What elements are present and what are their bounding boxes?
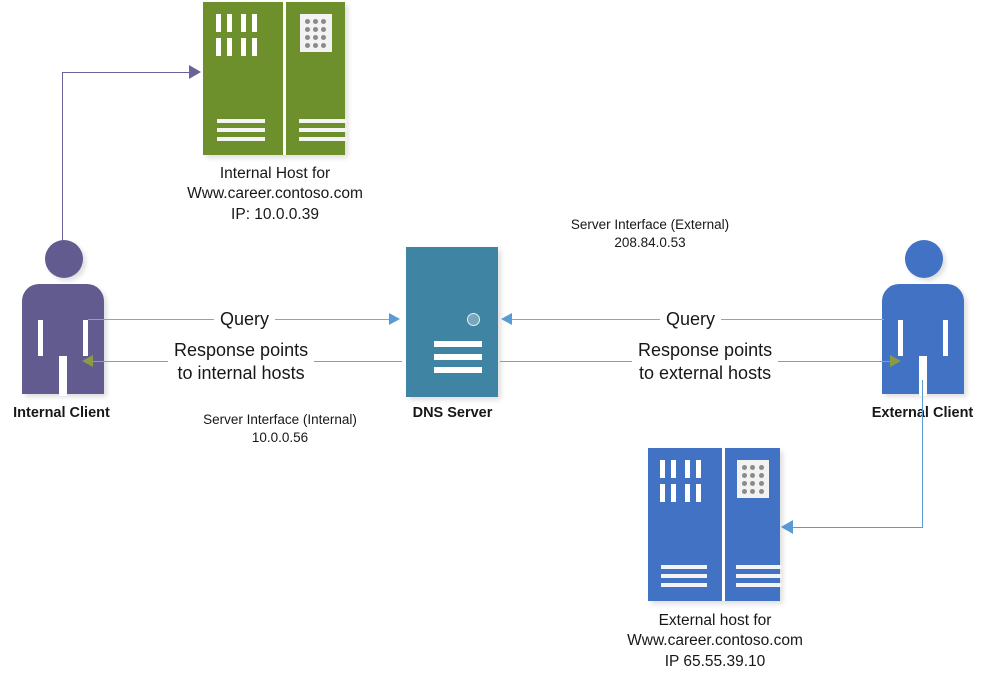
server-interface-internal-line2: 10.0.0.56	[251, 429, 309, 445]
server-interface-internal-annotation: Server Interface (Internal) 10.0.0.56	[170, 411, 390, 447]
external-query-label: Query	[660, 308, 722, 332]
internal-host-icon	[203, 2, 347, 155]
external-client-to-host-vertical-connector	[922, 380, 923, 527]
dns-server-bars	[434, 341, 482, 373]
dns-server-icon	[406, 247, 498, 397]
internal-host-caption-line3: IP: 10.0.0.39	[231, 205, 319, 223]
internal-query-arrowhead	[389, 313, 400, 325]
internal-host-caption-line2: Www.career.contoso.com	[187, 185, 363, 203]
external-host-right-bars	[735, 565, 782, 587]
internal-client-to-host-horizontal-connector	[62, 72, 191, 73]
external-host-caption-line1: External host for	[658, 612, 772, 629]
server-interface-external-line1: Server Interface (External)	[570, 217, 730, 232]
server-interface-external-line2: 208.84.0.53	[614, 234, 686, 250]
external-client-left-arm-gap	[898, 320, 903, 356]
internal-client-right-arm-gap	[83, 320, 88, 356]
internal-response-label-line1: Response points	[174, 340, 309, 360]
internal-host-left-panel	[203, 2, 283, 155]
internal-host-caption: Internal Host for Www.career.contoso.com…	[150, 164, 400, 225]
internal-host-right-bars	[298, 119, 347, 141]
internal-host-left-bars	[217, 119, 265, 141]
external-host-icon	[648, 448, 782, 601]
internal-host-caption-line1: Internal Host for	[219, 165, 331, 182]
external-host-vent-slots	[660, 460, 701, 502]
internal-client-to-host-vertical-connector	[62, 72, 63, 272]
dns-server-label: DNS Server	[412, 405, 493, 421]
external-client-figure	[878, 240, 968, 396]
internal-response-label-line2: to internal hosts	[177, 363, 305, 384]
external-query-arrowhead	[501, 313, 512, 325]
dns-server-status-led	[467, 313, 480, 326]
server-interface-internal-line1: Server Interface (Internal)	[203, 412, 357, 427]
external-host-caption: External host for Www.career.contoso.com…	[590, 611, 840, 672]
internal-host-dot-grid	[299, 14, 332, 52]
external-host-left-bars	[661, 565, 707, 587]
internal-client-head	[45, 240, 83, 278]
internal-client-label: Internal Client	[13, 405, 110, 421]
external-host-caption-line3: IP 65.55.39.10	[664, 652, 766, 670]
internal-client-to-host-arrowhead	[189, 65, 201, 79]
external-host-dot-grid	[736, 460, 769, 498]
external-response-label-line1: Response points	[638, 340, 773, 360]
external-host-left-panel	[648, 448, 722, 601]
external-response-label-line2: to external hosts	[639, 363, 772, 384]
internal-client-figure	[18, 240, 108, 396]
internal-query-label: Query	[214, 308, 276, 332]
external-client-to-host-horizontal-connector	[793, 527, 923, 528]
internal-response-arrowhead	[82, 355, 93, 367]
external-client-right-arm-gap	[943, 320, 948, 356]
external-client-leg-gap	[919, 356, 927, 396]
internal-response-label: Response points to internal hosts	[168, 339, 315, 386]
external-host-caption-line2: Www.career.contoso.com	[627, 632, 803, 650]
external-client-head	[905, 240, 943, 278]
external-response-arrowhead	[890, 355, 901, 367]
internal-client-leg-gap	[59, 356, 67, 396]
internal-host-vent-slots	[216, 14, 257, 56]
external-response-label: Response points to external hosts	[632, 339, 779, 386]
server-interface-external-annotation: Server Interface (External) 208.84.0.53	[540, 216, 760, 252]
external-client-to-host-arrowhead	[781, 520, 793, 534]
internal-client-left-arm-gap	[38, 320, 43, 356]
internal-host-right-panel	[285, 2, 347, 155]
external-host-right-panel	[724, 448, 782, 601]
